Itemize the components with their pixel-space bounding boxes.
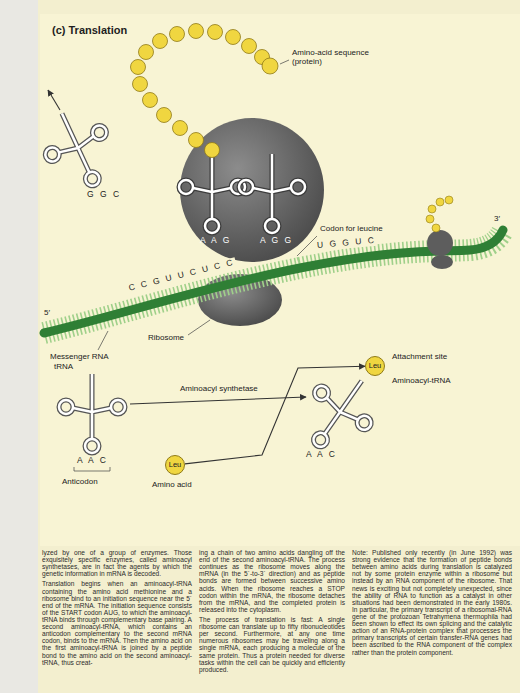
body-text: Note: Published only recently (in June 1… (352, 549, 512, 656)
part-label: Attachment site (392, 352, 447, 361)
protein-chain (153, 34, 168, 49)
messenger-rna (44, 230, 503, 333)
part-label: Anticodon (62, 477, 98, 486)
part-label: Codon for leucine (320, 224, 383, 233)
leader-line (188, 320, 210, 335)
protein-chain (139, 45, 154, 60)
reaction-arrow (185, 366, 365, 464)
small-ribosome (432, 224, 440, 232)
amino-acid-circle: Leu (165, 455, 185, 475)
page-ground (38, 0, 520, 693)
figure-panel (40, 14, 520, 546)
protein-chain (189, 133, 204, 148)
text-column: ing a chain of two amino acids dangling … (199, 549, 345, 676)
anticodon-letters: G G C (86, 190, 122, 200)
protein-chain (157, 108, 172, 123)
trna-molecule (179, 154, 245, 233)
figure-title: (c) Translation (52, 24, 127, 37)
process-arrow (130, 397, 306, 404)
codon-letters: U G G U C (316, 236, 378, 251)
protein-chain (131, 60, 146, 75)
part-label: Ribosome (148, 333, 184, 342)
small-ribosome (445, 196, 453, 204)
strand-end-label: 5′ (44, 308, 50, 317)
process-arrow (48, 90, 60, 110)
small-ribosome (427, 230, 453, 256)
trna-molecule (289, 362, 388, 465)
protein-chain (262, 58, 278, 74)
ribosome (180, 118, 324, 262)
protein-chain (189, 24, 204, 39)
protein-chain (143, 93, 158, 108)
trna-molecule (239, 154, 305, 233)
protein-chain (208, 25, 223, 40)
protein-chain (242, 39, 257, 54)
anticodon-letters: A A C (77, 456, 108, 466)
body-text: Translation begins when an aminoacyl-tRN… (42, 580, 192, 665)
strand-end-label: 3′ (494, 214, 500, 223)
text-column: lyzed by one of a group of enzymes. Thos… (42, 549, 192, 669)
trna-molecule (32, 100, 125, 199)
text-column: Note: Published only recently (in June 1… (352, 549, 512, 659)
protein-chain (173, 121, 188, 136)
trna-molecule (32, 100, 125, 199)
small-ribosome (431, 255, 453, 269)
amino-acid-name: Leu (169, 461, 182, 469)
leader-line (280, 60, 289, 64)
amino-acid-circle: Leu (365, 356, 385, 376)
small-ribosome (426, 215, 434, 223)
body-text: ing a chain of two amino acids dangling … (199, 549, 345, 613)
protein-chain (226, 30, 241, 45)
messenger-rna (44, 230, 503, 333)
anticodon-letters: A G G (260, 236, 293, 246)
part-label: Amino-acid sequence (protein) (292, 48, 376, 66)
anticodon-letters: A A C (306, 450, 337, 460)
small-ribosome (426, 196, 453, 232)
body-text: lyzed by one of a group of enzymes. Thos… (42, 549, 192, 577)
part-label: Messenger RNA (50, 352, 109, 361)
leader-line (74, 467, 110, 471)
small-ribosome (428, 205, 436, 213)
trna-molecule (239, 154, 305, 233)
process-arrow (48, 90, 306, 404)
leader-line (98, 331, 108, 350)
trna-molecule (32, 100, 389, 465)
part-label: tRNA (54, 362, 73, 371)
leader-line (297, 236, 317, 256)
messenger-rna (44, 230, 503, 333)
protein-chain (205, 143, 220, 158)
codon-letters: C C G U U C U C C (127, 257, 237, 293)
protein-chain (133, 77, 148, 92)
part-label: Amino acid (152, 480, 192, 489)
small-ribosome (436, 198, 444, 206)
body-text: The process of translation is fast: A si… (199, 616, 345, 673)
anticodon-letters: A A G (200, 236, 231, 246)
part-label: Aminoacyl-tRNA (392, 376, 451, 385)
amino-acid-name: Leu (369, 362, 382, 370)
protein-chain (131, 24, 279, 158)
trna-molecule (289, 362, 388, 465)
small-ribosome (426, 196, 453, 269)
trna-molecule (59, 374, 125, 453)
trna-molecule (179, 154, 245, 233)
protein-chain (170, 27, 185, 42)
trna-molecule (59, 374, 125, 453)
part-label: Aminoacyl synthetase (180, 384, 258, 393)
